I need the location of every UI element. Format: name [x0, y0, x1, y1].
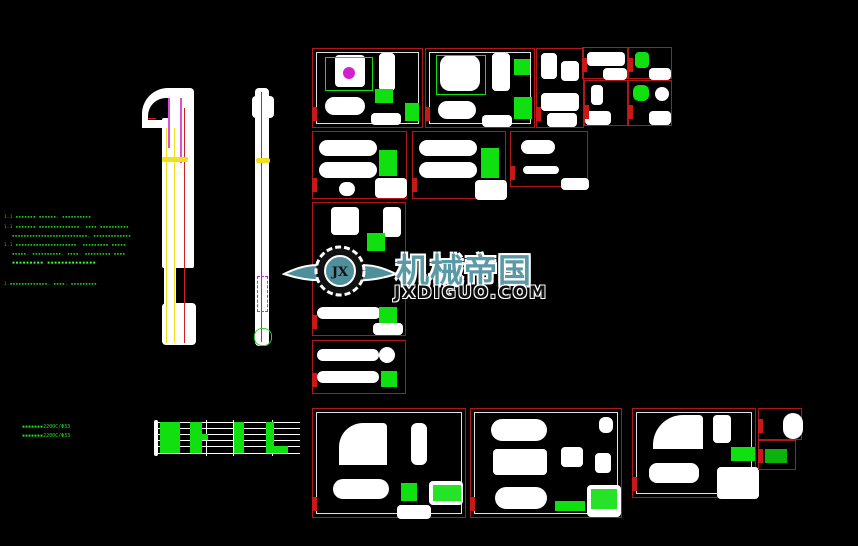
drawing-sheet-13[interactable]: [312, 408, 466, 519]
drawing-sheet-5[interactable]: [628, 47, 672, 80]
drawing-sheet-9[interactable]: [412, 131, 507, 200]
drawing-sheet-6[interactable]: [584, 80, 628, 126]
drawing-sheet-16[interactable]: [758, 408, 803, 440]
note-line: 1.▪▪▪▪▪▪▪▪▪▪▪▪▪. ▪▪▪▪. ▪▪▪▪▪▪▪▪▪: [4, 281, 98, 286]
drawing-sheet-8[interactable]: [312, 131, 407, 199]
drawing-sheet-10[interactable]: [510, 131, 589, 190]
elevator-elevation-drawing[interactable]: [140, 88, 196, 346]
legend-line: ▪▪▪▪▪▪▪2200C/Φ33: [22, 424, 71, 430]
schedule-table[interactable]: [154, 420, 300, 456]
watermark-logo: JX 机械帝国 JXDIGUO.COM: [282, 240, 582, 303]
note-line: 1.1 ▪▪▪▪▪▪▪ ▪▪▪▪▪▪. ▪▪▪▪▪▪▪▪▪▪: [4, 214, 92, 219]
note-line: 1.1 ▪▪▪▪▪▪▪▪▪▪▪▪▪▪▪▪▪▪▪▪▪. ▪▪▪▪▪▪▪▪▪ ▪▪▪…: [4, 242, 127, 247]
drawing-sheet-17[interactable]: [758, 440, 796, 470]
svg-text:JX: JX: [331, 265, 349, 280]
winged-gear-icon: JX: [282, 245, 398, 297]
watermark-title: 机械帝国: [396, 251, 532, 290]
note-line: 1.1 ▪▪▪▪▪▪▪ ▪▪▪▪▪▪▪▪▪▪▪▪▪▪. ▪▪▪▪ ▪▪▪▪▪▪▪…: [4, 224, 130, 229]
watermark-domain: JXDIGUO.COM: [394, 283, 549, 303]
legend-block: ▪▪▪▪▪▪▪2200C/Φ33 ▪▪▪▪▪▪▪2200C/Φ33: [22, 424, 102, 444]
elevator-front-elevation-drawing[interactable]: [252, 88, 276, 346]
drawing-sheet-4[interactable]: [582, 47, 628, 80]
legend-line: ▪▪▪▪▪▪▪2200C/Φ33: [22, 433, 71, 439]
drawing-sheet-15[interactable]: [632, 408, 759, 499]
technical-notes: 1.1 ▪▪▪▪▪▪▪ ▪▪▪▪▪▪. ▪▪▪▪▪▪▪▪▪▪ 1.1 ▪▪▪▪▪…: [4, 214, 134, 294]
note-line-highlight: ▪▪▪▪▪▪▪▪▪ ▪▪▪▪▪▪▪▪▪▪▪▪▪▪: [12, 260, 97, 266]
drawing-sheet-12[interactable]: [312, 340, 406, 394]
note-line: ▪▪▪▪▪. ▪▪▪▪▪▪▪▪▪▪. ▪▪▪▪. ▪▪▪▪▪▪▪▪▪ ▪▪▪▪: [12, 251, 126, 256]
drawing-sheet-1[interactable]: [312, 48, 423, 128]
note-line: ▪▪▪▪▪▪▪▪▪▪▪▪▪▪▪▪▪▪▪▪▪▪▪▪▪▪, ▪▪▪▪▪▪▪▪▪▪▪▪…: [12, 233, 132, 238]
drawing-sheet-7[interactable]: [628, 80, 672, 126]
drawing-sheet-3[interactable]: [536, 48, 584, 128]
drawing-sheet-14[interactable]: [470, 408, 622, 518]
drawing-sheet-2[interactable]: [425, 48, 535, 128]
